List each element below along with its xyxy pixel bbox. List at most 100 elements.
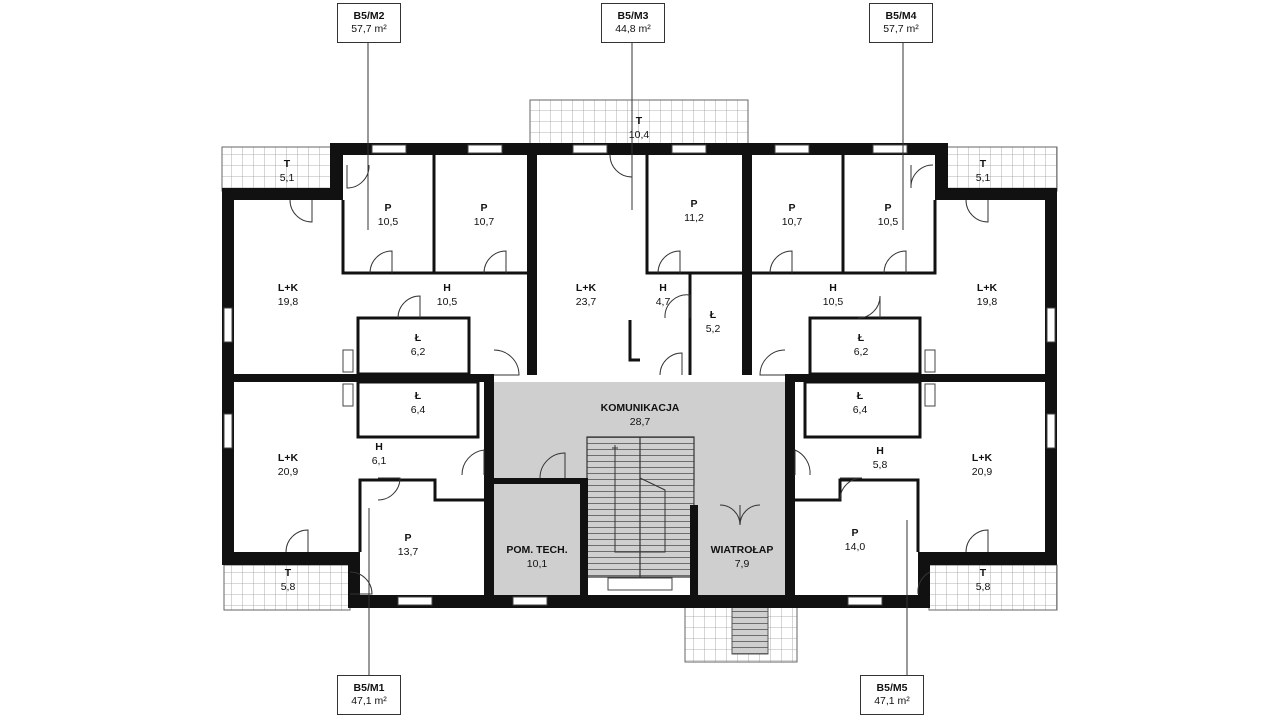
room-name: T <box>284 567 292 579</box>
room-label: L+K 19,8 <box>977 281 997 309</box>
room-name: KOMUNIKACJA <box>600 402 680 414</box>
room-area: 10,5 <box>822 296 844 308</box>
room-area: 7,9 <box>734 558 750 570</box>
room-name: Ł <box>414 390 422 402</box>
room-label: P 13,7 <box>398 531 418 559</box>
room-name: P <box>690 198 698 210</box>
leader-lines <box>367 43 908 675</box>
unit-code: B5/M3 <box>617 10 649 22</box>
terrace-nw <box>221 146 335 192</box>
room-area: 10,1 <box>526 558 548 570</box>
room-area: 6,1 <box>371 455 387 467</box>
room-name: T <box>283 158 291 170</box>
room-name: L+K <box>976 282 998 294</box>
room-area: 10,7 <box>781 216 803 228</box>
room-area: 19,8 <box>277 296 299 308</box>
unit-area: 57,7 m² <box>883 23 919 35</box>
unit-code: B5/M1 <box>353 682 385 694</box>
room-name: Ł <box>709 309 717 321</box>
room-label: L+K 19,8 <box>278 281 298 309</box>
room-label: T 5,1 <box>280 157 295 185</box>
room-area: 19,8 <box>976 296 998 308</box>
room-name: Ł <box>857 332 865 344</box>
room-name: WIATROŁAP <box>710 544 774 556</box>
room-name: H <box>659 282 667 294</box>
room-area: 28,7 <box>629 416 651 428</box>
unit-area: 47,1 m² <box>351 695 387 707</box>
terrace-se <box>928 564 1058 611</box>
terraces <box>221 99 1058 663</box>
room-name: P <box>851 527 859 539</box>
terrace-sw <box>223 564 351 611</box>
room-area: 5,8 <box>975 581 991 593</box>
room-label: P 14,0 <box>845 526 865 554</box>
room-area: 10,5 <box>877 216 899 228</box>
room-label: H 4,7 <box>656 281 671 309</box>
room-name: P <box>884 202 892 214</box>
room-name: T <box>979 567 987 579</box>
room-name: H <box>443 282 451 294</box>
room-area: 10,5 <box>377 216 399 228</box>
unit-label-b5-m2: B5/M2 57,7 m² <box>337 3 401 43</box>
room-name: P <box>404 532 412 544</box>
unit-code: B5/M5 <box>876 682 908 694</box>
unit-code: B5/M4 <box>885 10 917 22</box>
terrace-ne <box>944 146 1058 192</box>
room-name: H <box>876 445 884 457</box>
room-area: 4,7 <box>655 296 671 308</box>
windows <box>223 144 1056 606</box>
room-name: POM. TECH. <box>506 544 568 556</box>
room-label: Ł 6,4 <box>411 389 426 417</box>
room-name: H <box>829 282 837 294</box>
room-name: Ł <box>856 390 864 402</box>
room-name: P <box>788 202 796 214</box>
room-label: WIATROŁAP 7,9 <box>711 543 774 571</box>
terrace-north <box>529 99 749 148</box>
room-area: 6,2 <box>410 346 426 358</box>
room-area: 5,1 <box>279 172 295 184</box>
technical-room-area <box>490 478 585 598</box>
room-label: P 11,2 <box>684 197 704 225</box>
room-label: P 10,7 <box>782 201 802 229</box>
room-area: 5,1 <box>975 172 991 184</box>
room-area: 14,0 <box>844 541 866 553</box>
room-label: H 6,1 <box>372 440 387 468</box>
room-label: Ł 6,2 <box>411 331 426 359</box>
room-name: L+K <box>575 282 597 294</box>
room-area: 23,7 <box>575 296 597 308</box>
room-area: 13,7 <box>397 546 419 558</box>
room-name: P <box>480 202 488 214</box>
room-area: 5,8 <box>280 581 296 593</box>
room-area: 10,7 <box>473 216 495 228</box>
partitions <box>341 155 937 552</box>
unit-label-b5-m1: B5/M1 47,1 m² <box>337 675 401 715</box>
room-label: POM. TECH. 10,1 <box>506 543 567 571</box>
vestibule-area <box>695 505 788 598</box>
room-name: T <box>635 115 643 127</box>
room-label: Ł 6,4 <box>853 389 868 417</box>
room-name: L+K <box>277 282 299 294</box>
room-area: 6,4 <box>852 404 868 416</box>
room-area: 11,2 <box>684 212 704 224</box>
room-label: T 5,8 <box>976 566 991 594</box>
room-label-communication: KOMUNIKACJA 28,7 <box>601 401 680 429</box>
unit-area: 44,8 m² <box>615 23 651 35</box>
room-area: 6,4 <box>410 404 426 416</box>
room-name: P <box>384 202 392 214</box>
room-name: H <box>375 441 383 453</box>
unit-code: B5/M2 <box>353 10 385 22</box>
unit-label-b5-m4: B5/M4 57,7 m² <box>869 3 933 43</box>
room-area: 6,2 <box>853 346 869 358</box>
room-name: L+K <box>277 452 299 464</box>
room-name: Ł <box>414 332 422 344</box>
room-name: L+K <box>971 452 993 464</box>
door-swings <box>285 154 989 595</box>
room-area: 10,5 <box>436 296 458 308</box>
room-area: 5,8 <box>872 459 888 471</box>
room-label: P 10,5 <box>378 201 398 229</box>
